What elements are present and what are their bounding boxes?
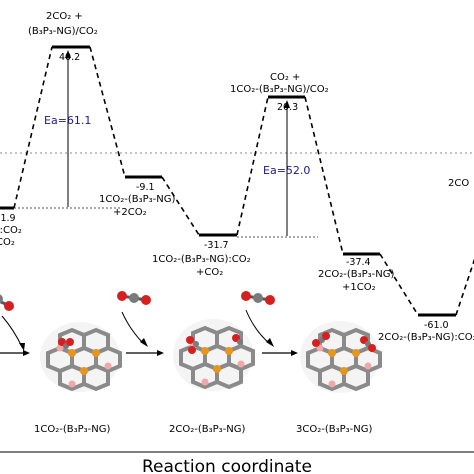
label-int1-line1: 1CO₂-(B₃P₃-NG) [99, 194, 175, 205]
structure-3 [300, 321, 382, 393]
label-ts2-line1: CO₂ + [270, 72, 300, 83]
co2-molecule-3 [241, 291, 275, 305]
label-start-line2: CO₂ [0, 237, 15, 248]
label-ts1-line2: (B₃P₃-NG)/CO₂ [28, 26, 98, 37]
label-start-line1: G):CO₂ [0, 225, 22, 236]
value-ts1: 40.2 [59, 52, 80, 63]
value-int1: -9.1 [136, 182, 155, 193]
value-start: -41.9 [0, 213, 16, 224]
label-int1-line2: +2CO₂ [113, 207, 147, 218]
structure-2 [173, 319, 255, 391]
pathway-connectors [13, 46, 474, 316]
label-ts2-line2: 1CO₂-(B₃P₃-NG)/CO₂ [230, 84, 329, 95]
structure-3-label: 3CO₂-(B₃P₃-NG) [296, 424, 372, 435]
label-int2-line2: +CO₂ [196, 267, 223, 278]
value-ts2: 20.3 [277, 102, 298, 113]
value-int3: -37.4 [346, 257, 371, 268]
value-int2: -31.7 [204, 240, 229, 251]
structure-1 [40, 322, 122, 392]
barrier1-label: Ea=61.1 [44, 114, 91, 127]
reaction-arrow-2 [121, 311, 145, 345]
value-int4: -61.0 [424, 320, 449, 331]
label-int3-line2: +1CO₂ [342, 282, 376, 293]
label-ts1-line1: 2CO₂ + [46, 11, 83, 22]
co2-molecule-2 [117, 291, 151, 305]
reaction-arrow-1 [1, 315, 23, 348]
reaction-arrow-3 [245, 309, 271, 345]
right-edge-label: 2CO [448, 178, 469, 189]
axis-title: Reaction coordinate [142, 457, 312, 474]
structure-1-label: 1CO₂-(B₃P₃-NG) [34, 424, 110, 435]
co2-molecule-left [0, 294, 14, 311]
label-int3-line1: 2CO₂-(B₃P₃-NG) [318, 269, 394, 280]
label-int2-line1: 1CO₂-(B₃P₃-NG):CO₂ [152, 254, 251, 265]
barrier2-label: Ea=52.0 [263, 164, 310, 177]
structure-2-label: 2CO₂-(B₃P₃-NG) [169, 424, 245, 435]
barrier2-arrowhead [284, 100, 290, 108]
barrier1-arrowhead [65, 50, 71, 58]
label-int4-line1: 2CO₂-(B₃P₃-NG):CO₂ [378, 332, 474, 343]
